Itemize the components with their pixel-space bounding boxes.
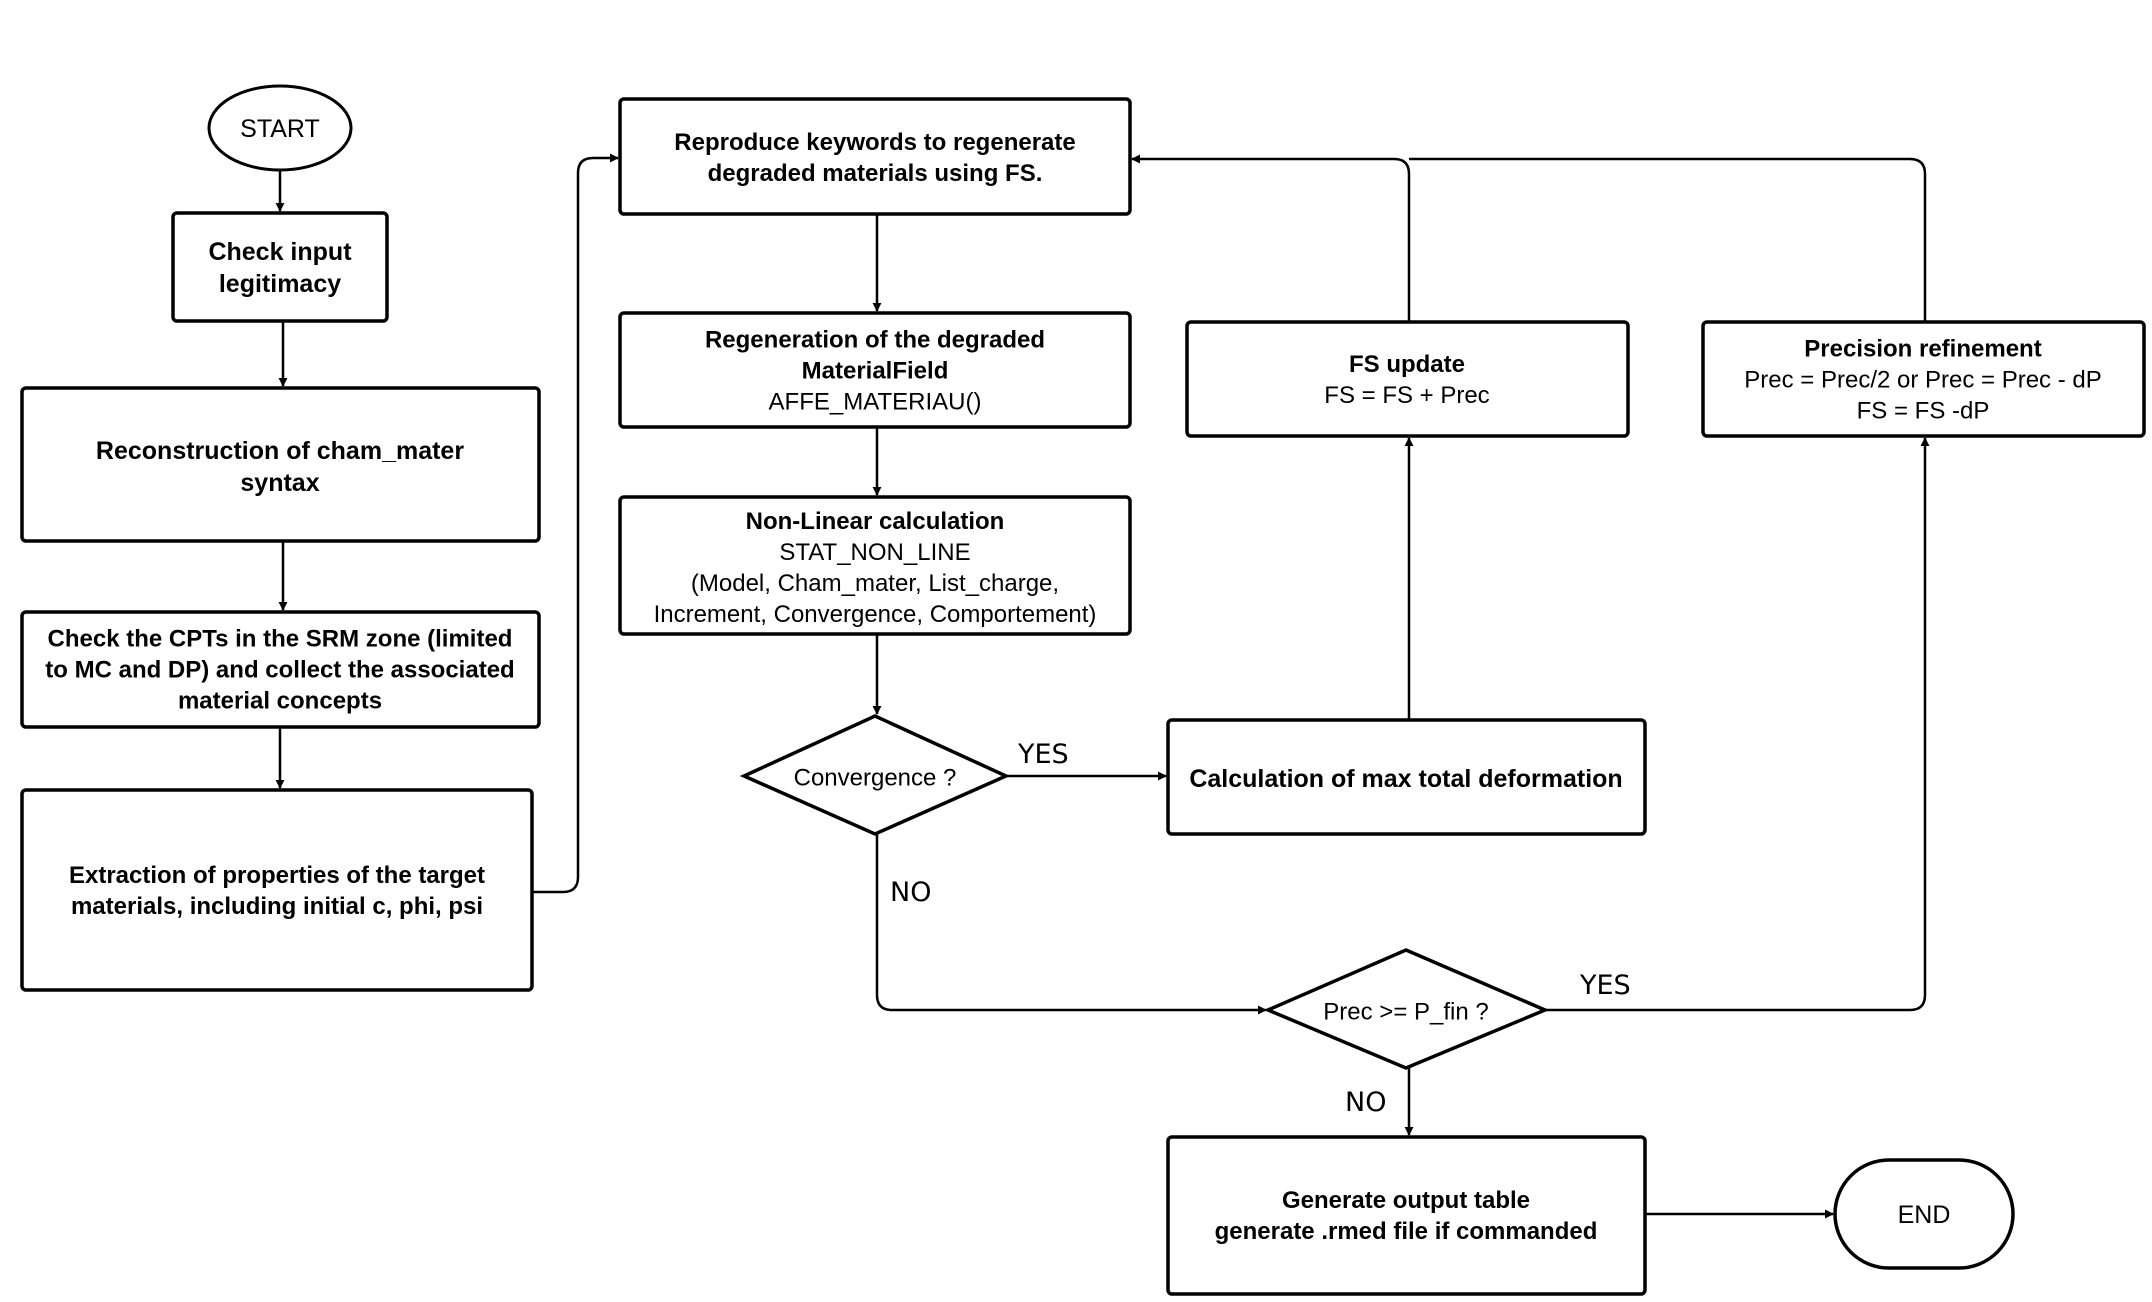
prec-decision [1263, 948, 1550, 1070]
end-node-text: END [1898, 1201, 1951, 1229]
check-input-text: Check input legitimacy [208, 238, 352, 298]
output-node [1166, 1135, 1647, 1296]
check-input-line-2: legitimacy [219, 270, 341, 298]
edge-fsupdate-reproduce [1131, 154, 1411, 322]
prec-check-line-1: Prec >= P_fin ? [1323, 998, 1488, 1025]
regeneration-line-3: AFFE_MATERIAU() [769, 388, 982, 415]
nonlinear-line-1: Non-Linear calculation [746, 508, 1005, 535]
reconstruction-node [20, 386, 541, 543]
start-line-1: START [240, 115, 320, 143]
fs-update-text: FS update FS = FS + Prec [1324, 351, 1489, 409]
prec-yes-label: YES [1579, 970, 1631, 1001]
reproduce-text: Reproduce keywords to regenerate degraded… [674, 129, 1075, 187]
check-cpts-line-3: material concepts [178, 687, 382, 714]
fs-update-node [1185, 320, 1630, 438]
reproduce-node [618, 97, 1132, 216]
edge-convergence-no [875, 834, 1267, 1015]
start-node-text: START [240, 115, 320, 143]
extraction-node [20, 788, 534, 992]
max-deformation-text: Calculation of max total deformation [1189, 765, 1622, 793]
check-cpts-text: Check the CPTs in the SRM zone (limited t… [45, 625, 514, 714]
convergence-yes-label: YES [1017, 739, 1069, 770]
check-input-node [171, 211, 389, 323]
max-deformation-line-1: Calculation of max total deformation [1189, 765, 1622, 793]
nonlinear-line-3: (Model, Cham_mater, List_charge, [691, 570, 1059, 597]
edge-precision-reproduce [1409, 157, 1927, 322]
precision-line-3: FS = FS -dP [1857, 397, 1990, 424]
regeneration-node [618, 311, 1132, 429]
end-line-1: END [1898, 1201, 1951, 1229]
max-deformation-node [1166, 718, 1647, 836]
precision-line-2: Prec = Prec/2 or Prec = Prec - dP [1744, 366, 2101, 393]
precision-line-1: Precision refinement [1804, 335, 2041, 362]
check-cpts-line-2: to MC and DP) and collect the associated [45, 656, 514, 683]
extraction-line-2: materials, including initial c, phi, psi [71, 893, 483, 920]
fs-update-line-1: FS update [1349, 351, 1465, 378]
nonlinear-line-4: Increment, Convergence, Comportement) [654, 601, 1097, 628]
edge-prec-yes [1545, 437, 1930, 1012]
prec-no-label: NO [1345, 1087, 1386, 1118]
precision-node [1701, 320, 2146, 438]
reconstruction-line-1: Reconstruction of cham_mater [96, 437, 464, 465]
output-line-2: generate .rmed file if commanded [1215, 1218, 1598, 1245]
convergence-no-label: NO [890, 877, 931, 908]
check-cpts-line-1: Check the CPTs in the SRM zone (limited [48, 625, 513, 652]
reconstruction-line-2: syntax [240, 469, 319, 497]
nonlinear-line-2: STAT_NON_LINE [779, 539, 970, 566]
output-text: Generate output table generate .rmed file… [1215, 1187, 1598, 1245]
prec-check-text: Prec >= P_fin ? [1323, 998, 1488, 1025]
convergence-line-1: Convergence ? [794, 764, 957, 791]
regeneration-line-1: Regeneration of the degraded [705, 326, 1045, 353]
end-node [1833, 1158, 2015, 1270]
edge-extraction-reproduce [532, 153, 619, 894]
output-line-1: Generate output table [1282, 1187, 1530, 1214]
regeneration-line-2: MaterialField [802, 357, 949, 384]
fs-update-line-2: FS = FS + Prec [1324, 382, 1489, 409]
reproduce-line-2: degraded materials using FS. [708, 160, 1043, 187]
extraction-line-1: Extraction of properties of the target [69, 862, 485, 889]
nonlinear-node [618, 495, 1132, 636]
convergence-decision [739, 714, 1011, 836]
check-input-line-1: Check input [208, 238, 352, 266]
convergence-text: Convergence ? [794, 764, 957, 791]
reproduce-line-1: Reproduce keywords to regenerate [674, 129, 1075, 156]
extraction-text: Extraction of properties of the target ma… [69, 862, 485, 920]
